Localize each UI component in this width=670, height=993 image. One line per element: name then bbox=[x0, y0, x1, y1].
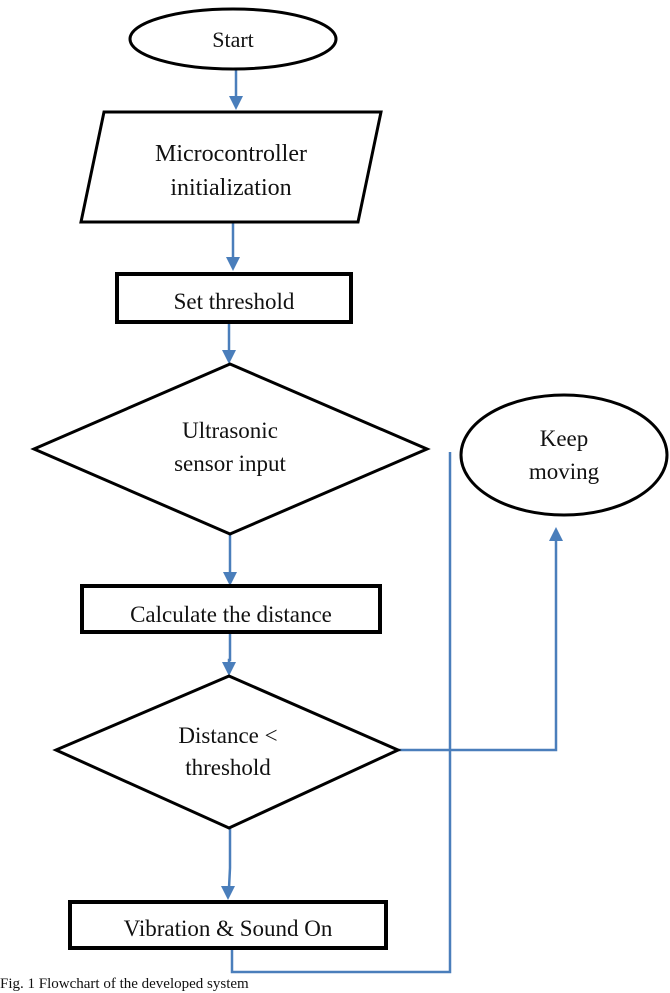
arrowhead-keep-moving bbox=[549, 527, 563, 541]
arrowhead-threshold bbox=[226, 257, 240, 271]
sensor-label-line-2: sensor input bbox=[174, 451, 286, 476]
alert-label: Vibration & Sound On bbox=[124, 916, 333, 941]
arrowhead-decision bbox=[222, 662, 236, 676]
set-threshold-box bbox=[115, 272, 353, 324]
sensor-node: Ultrasonic sensor input bbox=[30, 362, 431, 536]
start-label: Start bbox=[212, 27, 254, 52]
set-threshold-label: Set threshold bbox=[174, 289, 295, 314]
sensor-diamond-shape bbox=[30, 362, 431, 536]
init-label-line-1: Microcontroller bbox=[155, 141, 307, 167]
decision-label-line-1: Distance < bbox=[178, 723, 277, 748]
keep-moving-label-line-2: moving bbox=[529, 459, 600, 484]
init-node: Microcontroller initialization bbox=[79, 110, 383, 224]
start-terminator-shape bbox=[128, 7, 338, 71]
start-node: Start bbox=[128, 7, 338, 71]
connector-alert-loop-back bbox=[230, 452, 452, 974]
connectors bbox=[221, 68, 563, 974]
sensor-label-line-1: Ultrasonic bbox=[182, 418, 278, 443]
decision-diamond-shape bbox=[52, 674, 402, 830]
calculate-node: Calculate the distance bbox=[80, 584, 382, 634]
init-label-line-2: initialization bbox=[170, 175, 291, 201]
arrowhead-sensor bbox=[222, 350, 236, 364]
set-threshold-node: Set threshold bbox=[115, 272, 353, 324]
decision-node: Distance < threshold bbox=[52, 674, 402, 830]
arrowhead-calculate bbox=[223, 572, 237, 586]
decision-label-line-2: threshold bbox=[185, 755, 271, 780]
alert-box bbox=[68, 900, 388, 950]
keep-moving-node: Keep moving bbox=[459, 393, 669, 517]
arrowhead-init bbox=[229, 96, 243, 110]
connector-decision-to-keep-moving bbox=[398, 538, 558, 752]
connector-decision-to-alert bbox=[227, 828, 232, 889]
keep-moving-terminator-shape bbox=[459, 393, 669, 517]
calculate-label: Calculate the distance bbox=[130, 602, 332, 627]
keep-moving-label-line-1: Keep bbox=[540, 426, 589, 451]
connector-calculate-to-decision bbox=[227, 634, 232, 664]
arrowhead-alert bbox=[221, 886, 235, 900]
init-io-shape bbox=[79, 110, 383, 224]
alert-node: Vibration & Sound On bbox=[68, 900, 388, 950]
figure-caption: Fig. 1 Flowchart of the developed system bbox=[0, 976, 249, 992]
calculate-box bbox=[80, 584, 382, 634]
